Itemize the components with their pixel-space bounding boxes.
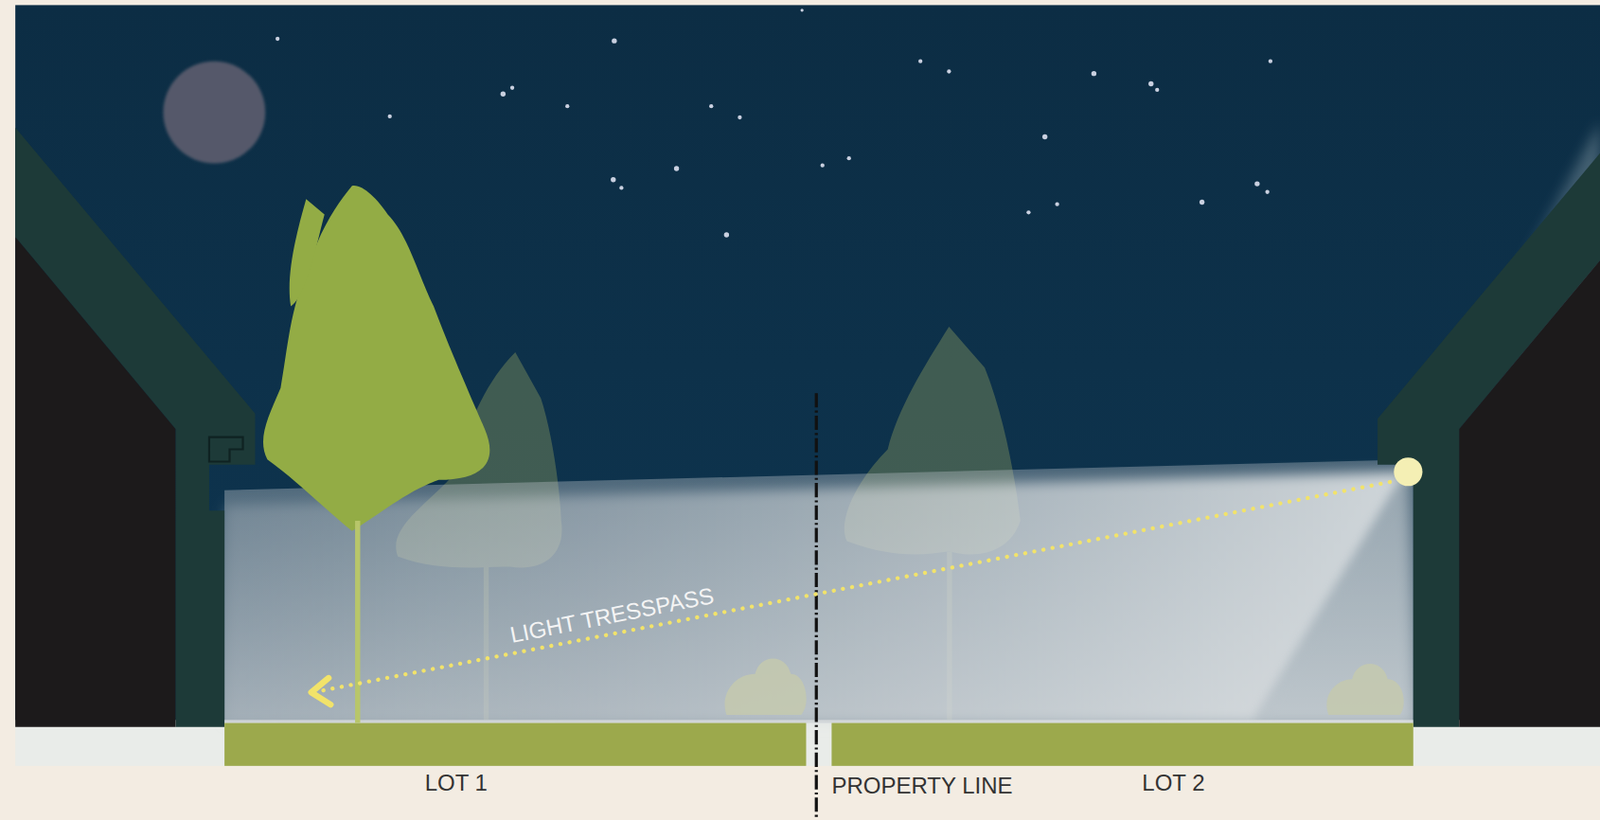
- lamp: [1393, 457, 1423, 486]
- stars: [275, 8, 1273, 238]
- right-house-wall: [1377, 153, 1600, 728]
- night-sky: [15, 4, 1600, 725]
- property-line: [815, 392, 818, 820]
- gutter: [209, 437, 244, 463]
- tree: [263, 185, 490, 723]
- right-house-interior: [1458, 260, 1600, 728]
- trespass-arrowhead: [311, 677, 331, 705]
- shrubs: [725, 658, 1405, 715]
- ground: [15, 719, 1600, 766]
- lot-label: LOT 2: [1141, 771, 1205, 795]
- left-house-wall: [15, 127, 255, 728]
- property-line-label: PROPERTY LINE: [831, 774, 1013, 798]
- trespass-ray: [318, 481, 1390, 692]
- lot-label: LOT 1: [425, 771, 488, 795]
- lot-1-lawn: [224, 723, 806, 766]
- light-spill: [224, 459, 1414, 723]
- lot-2-lawn: [831, 723, 1413, 766]
- left-house-interior: [15, 236, 176, 728]
- light-cone: [1255, 471, 1414, 723]
- moon: [162, 61, 266, 164]
